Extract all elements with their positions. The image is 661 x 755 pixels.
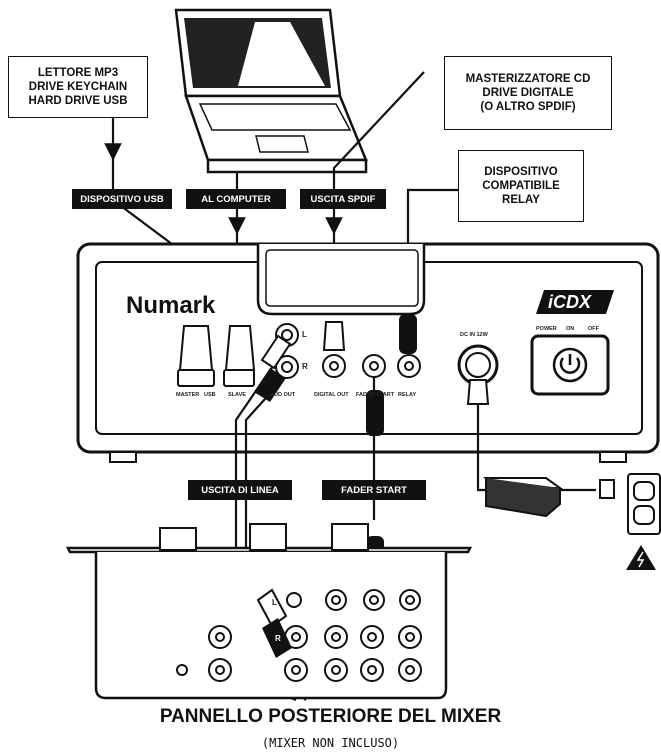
power-adapter — [485, 478, 561, 518]
power-icon — [559, 354, 581, 374]
computer-usb-plug — [224, 325, 256, 371]
mixer-knob — [249, 523, 287, 551]
spdif-out-tag: USCITA SPDIF — [300, 189, 386, 209]
relay-device-callout: DISPOSITIVO COMPATIBILE RELAY — [458, 150, 584, 222]
diagram-title: PANNELLO POSTERIORE DEL MIXER — [159, 706, 502, 727]
power-label: POWER — [536, 326, 557, 332]
computer-tag: AL COMPUTER — [186, 189, 286, 209]
fader-start-label: FADER START — [356, 392, 395, 398]
off-label: OFF — [588, 326, 599, 332]
dc-plug — [466, 379, 490, 405]
cd-burner-callout: MASTERIZZATORE CD DRIVE DIGITALE (O ALTR… — [444, 56, 612, 130]
icdx-logo: iCDX — [548, 292, 592, 312]
line-out-tag: USCITA DI LINEA — [188, 480, 292, 500]
mp3-drive-callout: LETTORE MP3 DRIVE KEYCHAIN HARD DRIVE US… — [8, 56, 148, 118]
warning-icon — [626, 545, 656, 570]
mixer-knob — [159, 527, 197, 551]
icdx-logo-plate — [536, 290, 614, 314]
diagram-subtitle: (MIXER NON INCLUSO) — [261, 736, 400, 750]
mixer-rca-plugs — [256, 588, 292, 658]
fader-start-tag: FADER START — [322, 480, 426, 500]
jack-r-label: R — [302, 362, 308, 371]
master-usb-port — [177, 369, 215, 387]
relay-label: RELAY — [398, 392, 417, 398]
aud-out-plugs — [254, 334, 292, 402]
spdif-plug — [322, 321, 346, 351]
slave-usb-port — [223, 369, 255, 387]
usb-label: USB — [204, 392, 216, 398]
mixer-plug-r-label: R — [275, 634, 281, 643]
relay-plug — [399, 314, 417, 354]
on-label: ON — [566, 326, 575, 332]
numark-logo: Numark — [126, 292, 216, 319]
mixer-knob — [331, 523, 369, 551]
usb-plug — [178, 325, 214, 371]
mixer-plug-l-label: L — [272, 598, 277, 607]
relay-cable-upper — [406, 188, 458, 228]
aud-out-label: AUD OUT — [270, 392, 296, 398]
digital-out-label: DIGITAL OUT — [314, 392, 349, 398]
icdx-device — [76, 242, 660, 463]
laptop-icon — [174, 8, 368, 174]
mixer-hole — [286, 592, 302, 608]
power-cable — [476, 404, 486, 492]
fader-start-plug — [366, 390, 384, 436]
usb-device-tag: DISPOSITIVO USB — [72, 189, 172, 209]
jack-l-label: L — [302, 330, 307, 339]
dc-in-label: DC IN 12W — [460, 332, 488, 338]
slave-label: SLAVE — [228, 392, 246, 398]
master-label: MASTER — [176, 392, 200, 398]
ac-plug — [599, 479, 615, 499]
